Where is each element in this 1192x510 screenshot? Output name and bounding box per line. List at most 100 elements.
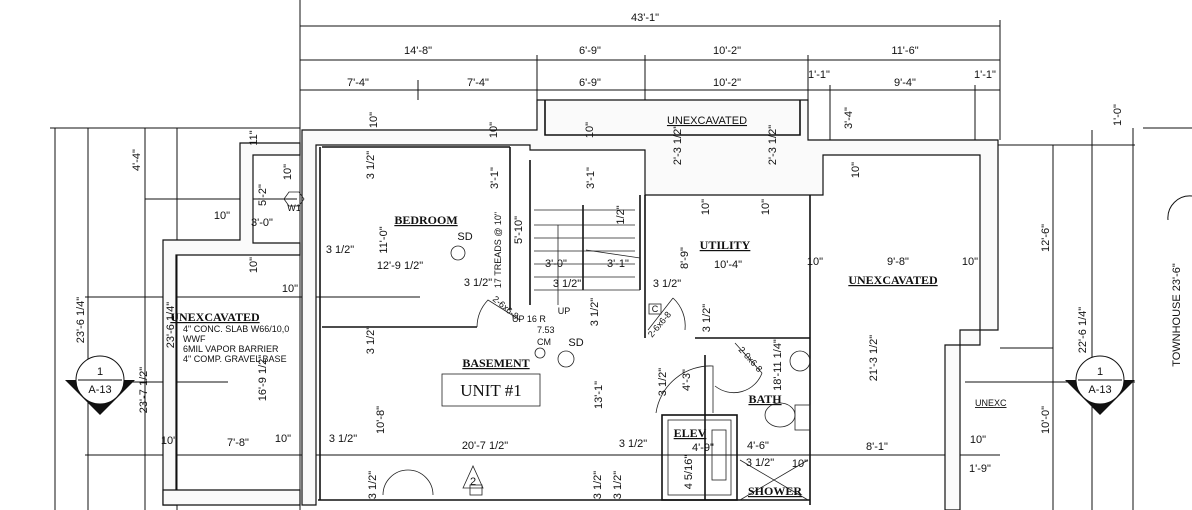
- note-line: WWF: [183, 334, 206, 344]
- section-marker-left: 1 A-13: [65, 355, 135, 415]
- riser-height-label: 7.53: [537, 325, 555, 335]
- door-size-label: 2-0x6-8: [737, 345, 765, 374]
- dimension: 10'-8": [375, 406, 387, 434]
- dimension: 10": [161, 435, 177, 447]
- dimension: 20'-7 1/2": [462, 440, 508, 452]
- dimension: 11'-0": [378, 226, 390, 253]
- dimension: 10'-2": [713, 77, 741, 89]
- dimension: 17 TREADS @ 10": [493, 212, 503, 288]
- dimension: 7'-4": [347, 77, 369, 89]
- dimension: 18'-11 1/4": [772, 339, 784, 391]
- dimension: 3 1/2": [589, 298, 601, 326]
- dimension: 12'-9 1/2": [377, 260, 423, 272]
- room-label-bath: BATH: [748, 392, 782, 406]
- dimension: 3 1/2": [553, 278, 581, 290]
- dimension: 3 1/2": [365, 326, 377, 354]
- dimension: 4'-3": [681, 369, 693, 391]
- door-tag-label: C: [652, 304, 659, 314]
- dimension: 3 1/2": [592, 471, 604, 499]
- dimension: 3'-4": [843, 107, 855, 129]
- label-unexcavated-right: UNEXCAVATED: [848, 273, 938, 287]
- toilet: [764, 402, 796, 428]
- dimension: 13'-1": [593, 381, 605, 409]
- window-tag-icon: [283, 191, 305, 207]
- dimension: 10": [970, 434, 986, 446]
- revision-number: 2: [470, 476, 476, 488]
- bath-fixtures: [739, 350, 811, 501]
- dimension: 10": [850, 162, 862, 178]
- unit-label-box: [441, 373, 541, 407]
- dimension: 3 1/2": [367, 471, 379, 499]
- room-label-utility: UTILITY: [700, 238, 751, 252]
- room-label-shower: SHOWER: [748, 484, 802, 498]
- room-label-basement: BASEMENT: [462, 356, 529, 370]
- room-labels: BEDROOM BASEMENT UNIT #1 UTILITY BATH EL…: [170, 115, 1007, 498]
- dimension: 21'-3 1/2": [868, 335, 880, 381]
- foundation-walls: [162, 99, 999, 510]
- dimension: 8'-1": [866, 441, 888, 453]
- carbon-monoxide-detector-icon: [534, 347, 546, 359]
- dimension: 10": [488, 122, 500, 138]
- dimension: 3 1/2": [612, 471, 624, 499]
- stair-up-label: UP: [558, 306, 571, 316]
- smoke-detector-label: SD: [457, 231, 472, 243]
- dimension: 5'-10": [513, 216, 525, 244]
- dimension: 11'-6": [891, 45, 918, 57]
- dimension: 10": [275, 433, 291, 445]
- dimension: 10'-2": [713, 45, 741, 57]
- revision-tag-icon: [469, 484, 483, 496]
- dimension: 10": [282, 164, 294, 180]
- dimension: 23'-6 1/4": [165, 302, 177, 348]
- dimension: 3'-0": [251, 217, 273, 229]
- dimension: 10": [792, 458, 808, 470]
- dimension: 9'-4": [894, 77, 916, 89]
- dimension: 8'-9": [679, 247, 691, 269]
- dimensions-vertical: 10" 10" 10" 3'-4" 1'-0" 2'-3 1/2" 2'-3 1…: [75, 104, 1183, 499]
- label-unexcavated-left: UNEXCAVATED: [170, 310, 260, 324]
- dimension: 3 1/2": [701, 304, 713, 332]
- elevator-shaft: [661, 414, 738, 501]
- dimension: 3'-1": [489, 167, 501, 189]
- lavatory-sink: [789, 350, 811, 372]
- door-tag-icon: [648, 303, 662, 315]
- dimension: 10'-0": [1040, 406, 1052, 434]
- stair: [534, 209, 641, 305]
- dimension: 10'-4": [714, 259, 742, 271]
- dimension: 1'-1": [974, 69, 996, 81]
- dimension: TOWNHOUSE 23'-6": [1171, 263, 1183, 367]
- dimension: 2'-3 1/2": [767, 125, 779, 165]
- dimension: 6'-9": [579, 45, 601, 57]
- section-marker-right: 1 A-13: [1065, 355, 1135, 415]
- dimension: 1'-1": [808, 69, 830, 81]
- dimension: 3'-1": [585, 167, 597, 189]
- dimension: 10": [368, 112, 380, 128]
- dimension: 22'-6 1/4": [1077, 307, 1089, 353]
- dimension: 3 1/2": [329, 433, 357, 445]
- smoke-detector-label: SD: [568, 337, 583, 349]
- co-detector-label: CM: [537, 337, 551, 347]
- dimension: 3'-0": [545, 258, 567, 270]
- dimension: 10": [584, 122, 596, 138]
- dimension: 3'-1": [607, 258, 629, 270]
- dimension: 1'-9": [969, 463, 991, 475]
- elevator-dimension: 4'-9": [692, 442, 714, 454]
- dimension: 1'-0": [1112, 104, 1124, 126]
- dimension: 3 1/2": [464, 277, 492, 289]
- dimension: 3 1/2": [365, 151, 377, 179]
- window-tag-label: W1: [287, 203, 301, 213]
- label-unexcavated-small: UNEXC: [975, 398, 1007, 408]
- unit-label: UNIT #1: [460, 381, 522, 400]
- dimension: 23'-6 1/4": [75, 297, 87, 343]
- dimension: 10": [760, 199, 772, 215]
- dimension: 6'-9": [579, 77, 601, 89]
- room-label-bedroom: BEDROOM: [394, 213, 457, 227]
- dimension: 4'-6": [747, 440, 769, 452]
- dimension: 4'-4": [131, 149, 143, 171]
- revision-triangle-icon: [462, 465, 484, 489]
- dimension: 10": [248, 257, 260, 273]
- room-label-elevator: ELEV: [674, 426, 707, 440]
- dimension: 5'-2": [257, 184, 269, 206]
- dimension: 43'-1": [631, 12, 659, 24]
- shower-pan: [739, 459, 809, 501]
